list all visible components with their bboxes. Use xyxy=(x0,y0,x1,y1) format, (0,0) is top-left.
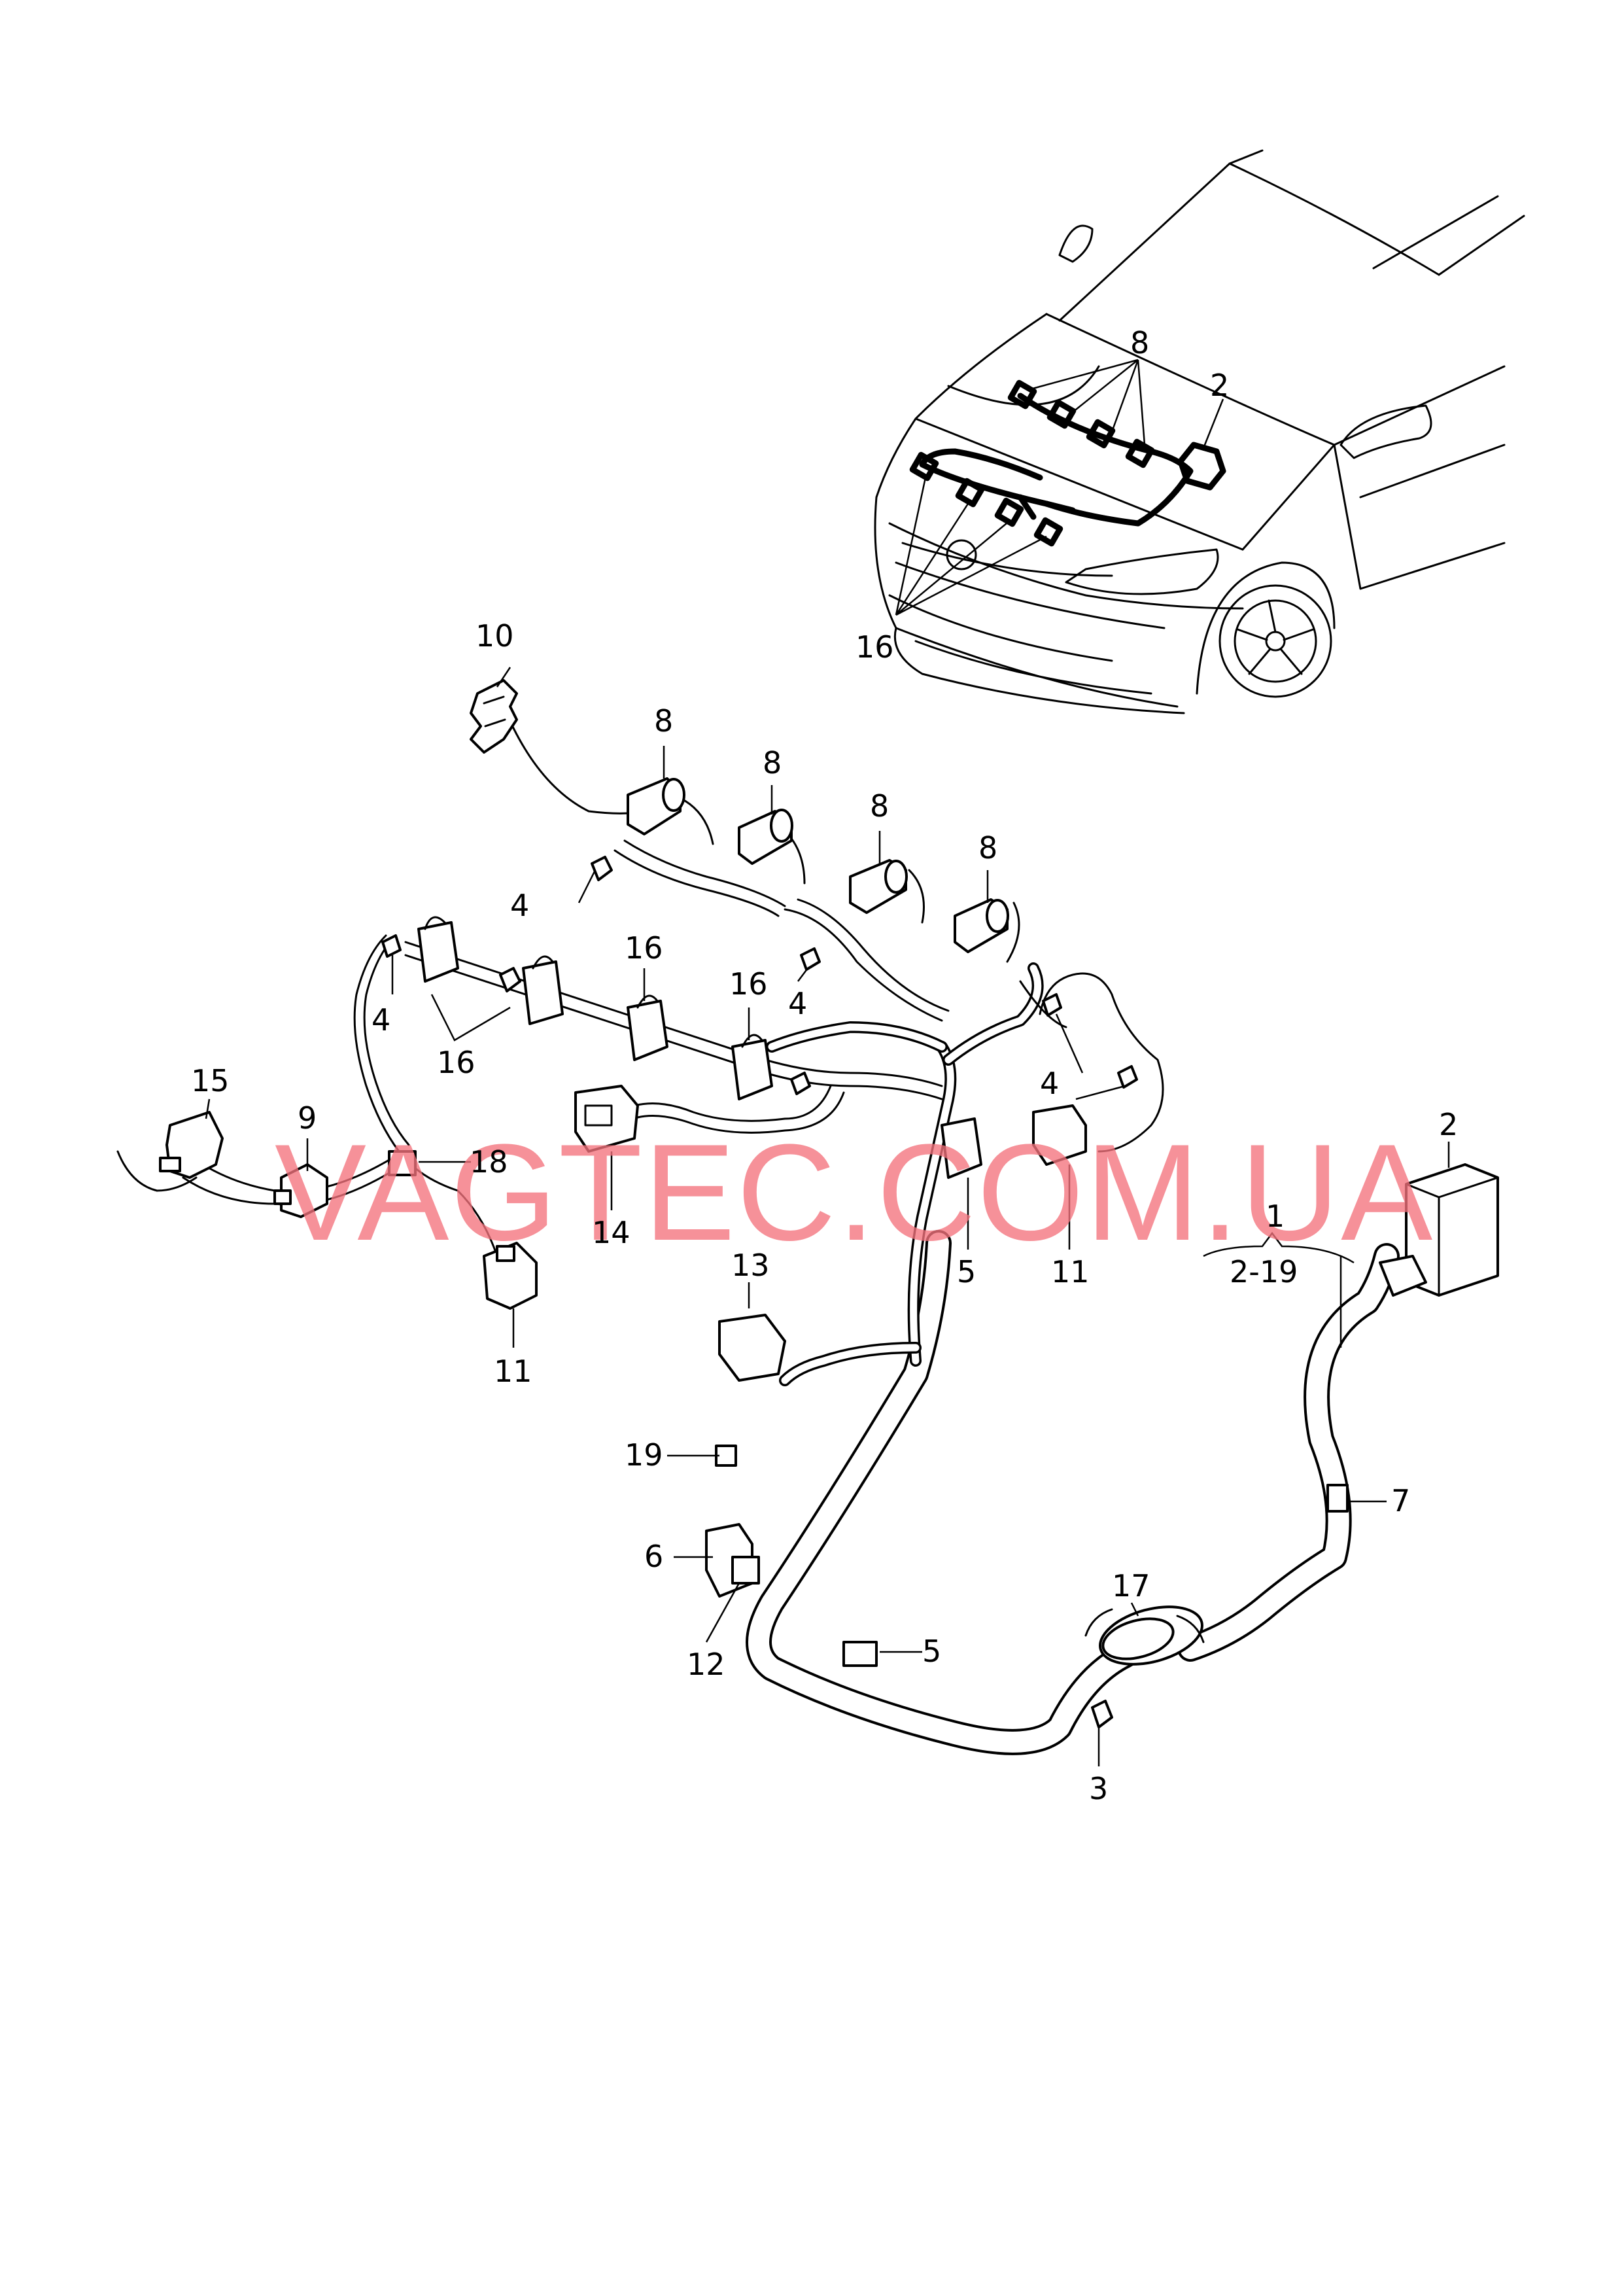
rail-sub-harness xyxy=(116,934,943,1257)
label-8-a: 8 xyxy=(654,703,673,739)
leader-lines xyxy=(205,667,1450,1766)
label-8-b: 8 xyxy=(763,745,782,780)
clip-4-c xyxy=(381,934,402,958)
label-13: 13 xyxy=(731,1248,770,1283)
ignition-coil-connector-16a xyxy=(417,916,459,983)
label-4-c: 4 xyxy=(371,1002,390,1038)
connector-10 xyxy=(470,679,518,754)
connector-18 xyxy=(388,1150,417,1176)
clip-4-f xyxy=(1042,993,1062,1017)
connector-5-lower xyxy=(842,1641,878,1667)
car-inset-drawing xyxy=(874,149,1525,714)
label-5-a: 5 xyxy=(957,1254,976,1289)
label-12: 12 xyxy=(687,1647,725,1682)
label-1: 1 xyxy=(1266,1199,1285,1234)
injector-connector-8b xyxy=(738,809,793,865)
label-2-19: 2-19 xyxy=(1230,1254,1298,1289)
clip-4-g xyxy=(1117,1065,1138,1089)
connector-11-right xyxy=(1032,1104,1087,1166)
injector-connector-8d xyxy=(954,898,1009,953)
label-11-a: 11 xyxy=(1051,1254,1090,1289)
connector-15 xyxy=(159,1111,224,1179)
clip-4-b xyxy=(499,967,521,992)
label-4-b: 4 xyxy=(788,986,807,1021)
connector-13 xyxy=(718,1314,786,1382)
label-3: 3 xyxy=(1089,1771,1108,1806)
label-16-a: 16 xyxy=(625,930,663,966)
clip-3 xyxy=(1091,1700,1113,1728)
label-16-b: 16 xyxy=(729,966,768,1002)
connector-14 xyxy=(574,1085,639,1153)
injector-connector-8c xyxy=(849,859,908,914)
label-6: 6 xyxy=(644,1539,663,1574)
connector-11-left xyxy=(483,1242,538,1310)
label-8-c: 8 xyxy=(870,788,889,824)
clip-7 xyxy=(1326,1484,1349,1513)
label-18: 18 xyxy=(470,1144,508,1180)
label-15: 15 xyxy=(191,1063,230,1098)
part-labels: 8 2 16 10 8 8 8 8 4 16 16 4 4 16 4 15 9 … xyxy=(191,325,1458,1806)
watermark-text: VAGTEC.COM.UA xyxy=(275,1115,1434,1269)
label-8-d: 8 xyxy=(978,830,997,866)
label-14: 14 xyxy=(592,1215,631,1250)
inset-label-16: 16 xyxy=(855,629,894,665)
ignition-coil-connector-16d xyxy=(731,1034,773,1100)
control-unit-2 xyxy=(1379,1163,1499,1297)
label-4-d: 4 xyxy=(1040,1066,1059,1101)
label-11-b: 11 xyxy=(494,1354,532,1389)
inset-label-2: 2 xyxy=(1210,368,1229,403)
label-10: 10 xyxy=(475,618,514,654)
clip-4-a xyxy=(591,856,613,881)
connector-6-12 xyxy=(705,1523,760,1598)
connector-5-upper xyxy=(941,1117,982,1179)
label-17: 17 xyxy=(1112,1568,1150,1603)
connector-17 xyxy=(1084,1605,1205,1666)
clip-4-e xyxy=(790,1072,811,1095)
inset-label-8: 8 xyxy=(1130,325,1149,360)
label-19: 19 xyxy=(625,1437,663,1473)
label-5-b: 5 xyxy=(922,1634,941,1669)
main-harness-trunk xyxy=(746,962,1400,1755)
label-16-c: 16 xyxy=(437,1045,475,1080)
ignition-coil-connector-16b xyxy=(522,955,564,1025)
label-2: 2 xyxy=(1439,1107,1458,1142)
label-4-a: 4 xyxy=(510,888,529,923)
injector-connector-8a xyxy=(627,777,685,835)
label-7: 7 xyxy=(1391,1483,1410,1518)
ignition-coil-connector-16c xyxy=(627,994,668,1061)
label-9: 9 xyxy=(298,1100,317,1136)
clip-4-d xyxy=(800,947,821,971)
